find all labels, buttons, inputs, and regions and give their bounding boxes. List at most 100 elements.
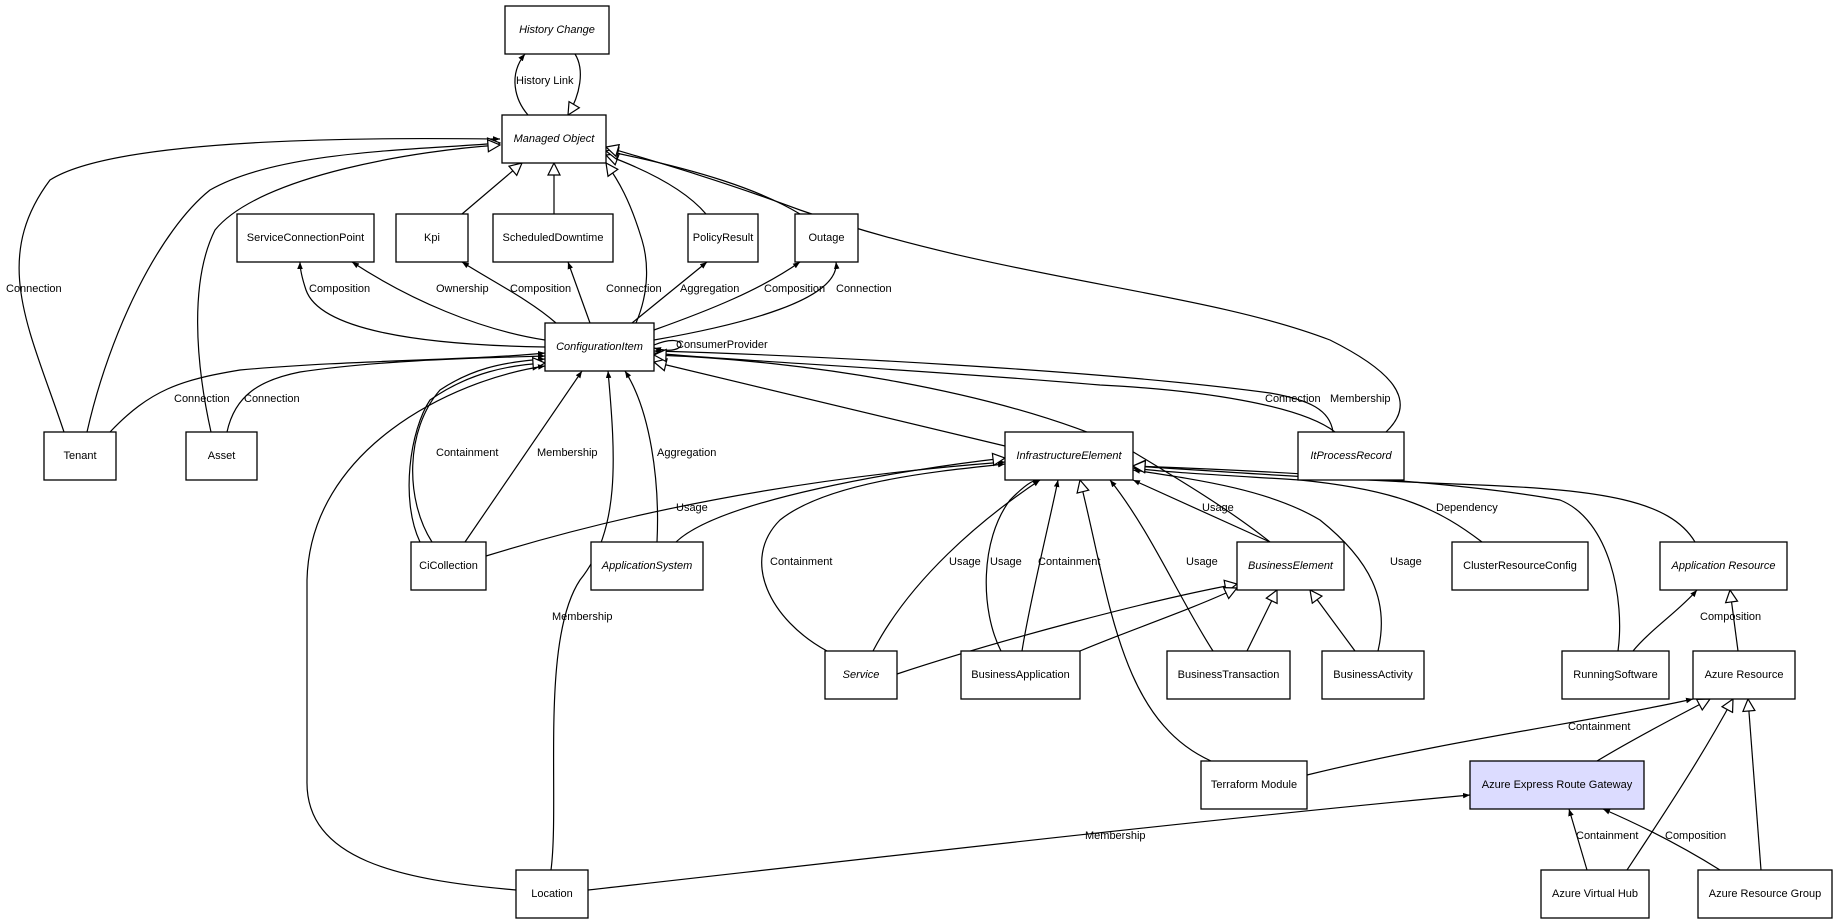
- association-edge-business-application-to-infrastructure-element: [985, 477, 1041, 652]
- class-node-business-transaction[interactable]: BusinessTransaction: [1166, 650, 1291, 700]
- association-edge-configuration-item-to-scheduled-downtime: [567, 261, 591, 324]
- association-edge-configuration-item-to-service-connection-point: [351, 261, 546, 341]
- class-node-service[interactable]: Service: [824, 650, 898, 700]
- generalization-edge-service-to-business-element: [896, 584, 1237, 675]
- class-node-business-application[interactable]: BusinessApplication: [960, 650, 1081, 700]
- class-node-configuration-item[interactable]: ConfigurationItem: [544, 322, 655, 372]
- class-name: Terraform Module: [1211, 779, 1297, 791]
- edge-label: Connection: [244, 393, 300, 405]
- association-edge-it-process-record-to-configuration-item: [653, 350, 1336, 433]
- class-box: [544, 322, 655, 372]
- edge-line: [568, 53, 581, 115]
- generalization-edge-terraform-module-to-infrastructure-element: [1080, 480, 1212, 762]
- generalization-edge-history-change-to-managed-object: [568, 53, 581, 115]
- class-node-ci-collection[interactable]: CiCollection: [410, 541, 487, 591]
- class-node-asset[interactable]: Asset: [185, 431, 258, 481]
- edge-label: Usage: [949, 556, 981, 568]
- class-node-tenant[interactable]: Tenant: [43, 431, 117, 481]
- class-node-scheduled-downtime[interactable]: ScheduledDowntime: [492, 213, 614, 263]
- class-node-location[interactable]: Location: [515, 869, 589, 919]
- class-box: [236, 213, 375, 263]
- class-node-history-change[interactable]: History Change: [504, 5, 610, 55]
- class-box: [1451, 541, 1589, 591]
- association-edge-azure-resource-group-to-azure-express-route-gateway: [1602, 808, 1721, 871]
- class-node-service-connection-point[interactable]: ServiceConnectionPoint: [236, 213, 375, 263]
- edge-label: Usage: [1390, 556, 1422, 568]
- generalization-edge-azure-resource-to-application-resource: [1730, 590, 1739, 652]
- class-node-running-software[interactable]: RunningSoftware: [1561, 650, 1670, 700]
- class-name: Application Resource: [1671, 560, 1776, 572]
- class-node-outage[interactable]: Outage: [794, 213, 859, 263]
- edge-line: [1310, 590, 1356, 652]
- class-box: [1469, 760, 1645, 810]
- edge-line: [654, 355, 1271, 543]
- class-node-azure-resource[interactable]: Azure Resource: [1692, 650, 1796, 700]
- class-box: [501, 114, 607, 164]
- edge-line: [567, 261, 591, 324]
- generalization-edge-business-transaction-to-business-element: [1246, 590, 1277, 652]
- generalization-edge-policy-result-to-managed-object: [606, 155, 707, 215]
- class-name: ServiceConnectionPoint: [247, 232, 364, 244]
- edge-line: [1632, 589, 1698, 652]
- class-name: ItProcessRecord: [1310, 450, 1392, 462]
- class-box: [1297, 431, 1405, 481]
- edge-line: [461, 163, 522, 215]
- class-node-cluster-resource-config[interactable]: ClusterResourceConfig: [1451, 541, 1589, 591]
- class-node-infrastructure-element[interactable]: InfrastructureElement: [1004, 431, 1134, 481]
- class-node-managed-object[interactable]: Managed Object: [501, 114, 607, 164]
- class-box: [687, 213, 759, 263]
- edge-line: [872, 479, 1041, 652]
- edge-label: Containment: [1576, 830, 1638, 842]
- class-box: [185, 431, 258, 481]
- edge-line: [653, 261, 840, 341]
- edge-label: Composition: [1700, 611, 1761, 623]
- edge-line: [412, 356, 546, 543]
- association-edge-location-to-configuration-item: [306, 364, 546, 891]
- generalization-edge-it-process-record-to-managed-object: [606, 147, 1401, 433]
- class-name: History Change: [519, 24, 595, 36]
- class-box: [1692, 650, 1796, 700]
- class-box: [504, 5, 610, 55]
- edge-line: [606, 151, 801, 215]
- generalization-edge-application-resource-to-infrastructure-element: [1133, 466, 1696, 543]
- edge-label: Connection: [606, 283, 662, 295]
- association-edge-ci-collection-to-infrastructure-element: [485, 459, 1006, 557]
- class-node-kpi[interactable]: Kpi: [395, 213, 469, 263]
- class-box: [492, 213, 614, 263]
- edge-label: Membership: [1085, 830, 1146, 842]
- edge-line: [1133, 466, 1696, 543]
- class-name: BusinessApplication: [971, 669, 1069, 681]
- edge-line: [653, 348, 1334, 433]
- class-box: [515, 869, 589, 919]
- class-node-application-system[interactable]: ApplicationSystem: [590, 541, 704, 591]
- class-node-it-process-record[interactable]: ItProcessRecord: [1297, 431, 1405, 481]
- class-node-business-element[interactable]: BusinessElement: [1236, 541, 1345, 591]
- edge-line: [631, 261, 708, 324]
- class-node-terraform-module[interactable]: Terraform Module: [1200, 760, 1308, 810]
- association-edge-it-process-record-to-configuration-item: [653, 348, 1334, 433]
- class-node-application-resource[interactable]: Application Resource: [1659, 541, 1788, 591]
- class-name: CiCollection: [419, 560, 478, 572]
- edge-line: [675, 458, 1005, 543]
- edge-label: Containment: [1568, 721, 1630, 733]
- class-box: [1236, 541, 1345, 591]
- edge-line: [1568, 808, 1588, 871]
- class-box: [1321, 650, 1425, 700]
- edge-line: [653, 350, 1336, 433]
- association-edge-azure-virtual-hub-to-azure-express-route-gateway: [1568, 808, 1588, 871]
- class-node-azure-express-route-gateway[interactable]: Azure Express Route Gateway: [1469, 760, 1645, 810]
- association-edge-business-transaction-to-infrastructure-element: [1109, 479, 1214, 652]
- class-node-azure-virtual-hub[interactable]: Azure Virtual Hub: [1540, 869, 1650, 919]
- edge-line: [1730, 590, 1739, 652]
- class-name: InfrastructureElement: [1016, 450, 1122, 462]
- class-node-azure-resource-group[interactable]: Azure Resource Group: [1697, 869, 1833, 919]
- edge-label: Dependency: [1436, 502, 1498, 514]
- class-node-business-activity[interactable]: BusinessActivity: [1321, 650, 1425, 700]
- edge-label: ConsumerProvider: [676, 339, 768, 351]
- generalization-edge-kpi-to-managed-object: [461, 163, 522, 215]
- class-name: Kpi: [424, 232, 440, 244]
- edge-line: [1748, 699, 1762, 871]
- edge-label: Usage: [990, 556, 1022, 568]
- edge-line: [1596, 699, 1710, 762]
- class-node-policy-result[interactable]: PolicyResult: [687, 213, 759, 263]
